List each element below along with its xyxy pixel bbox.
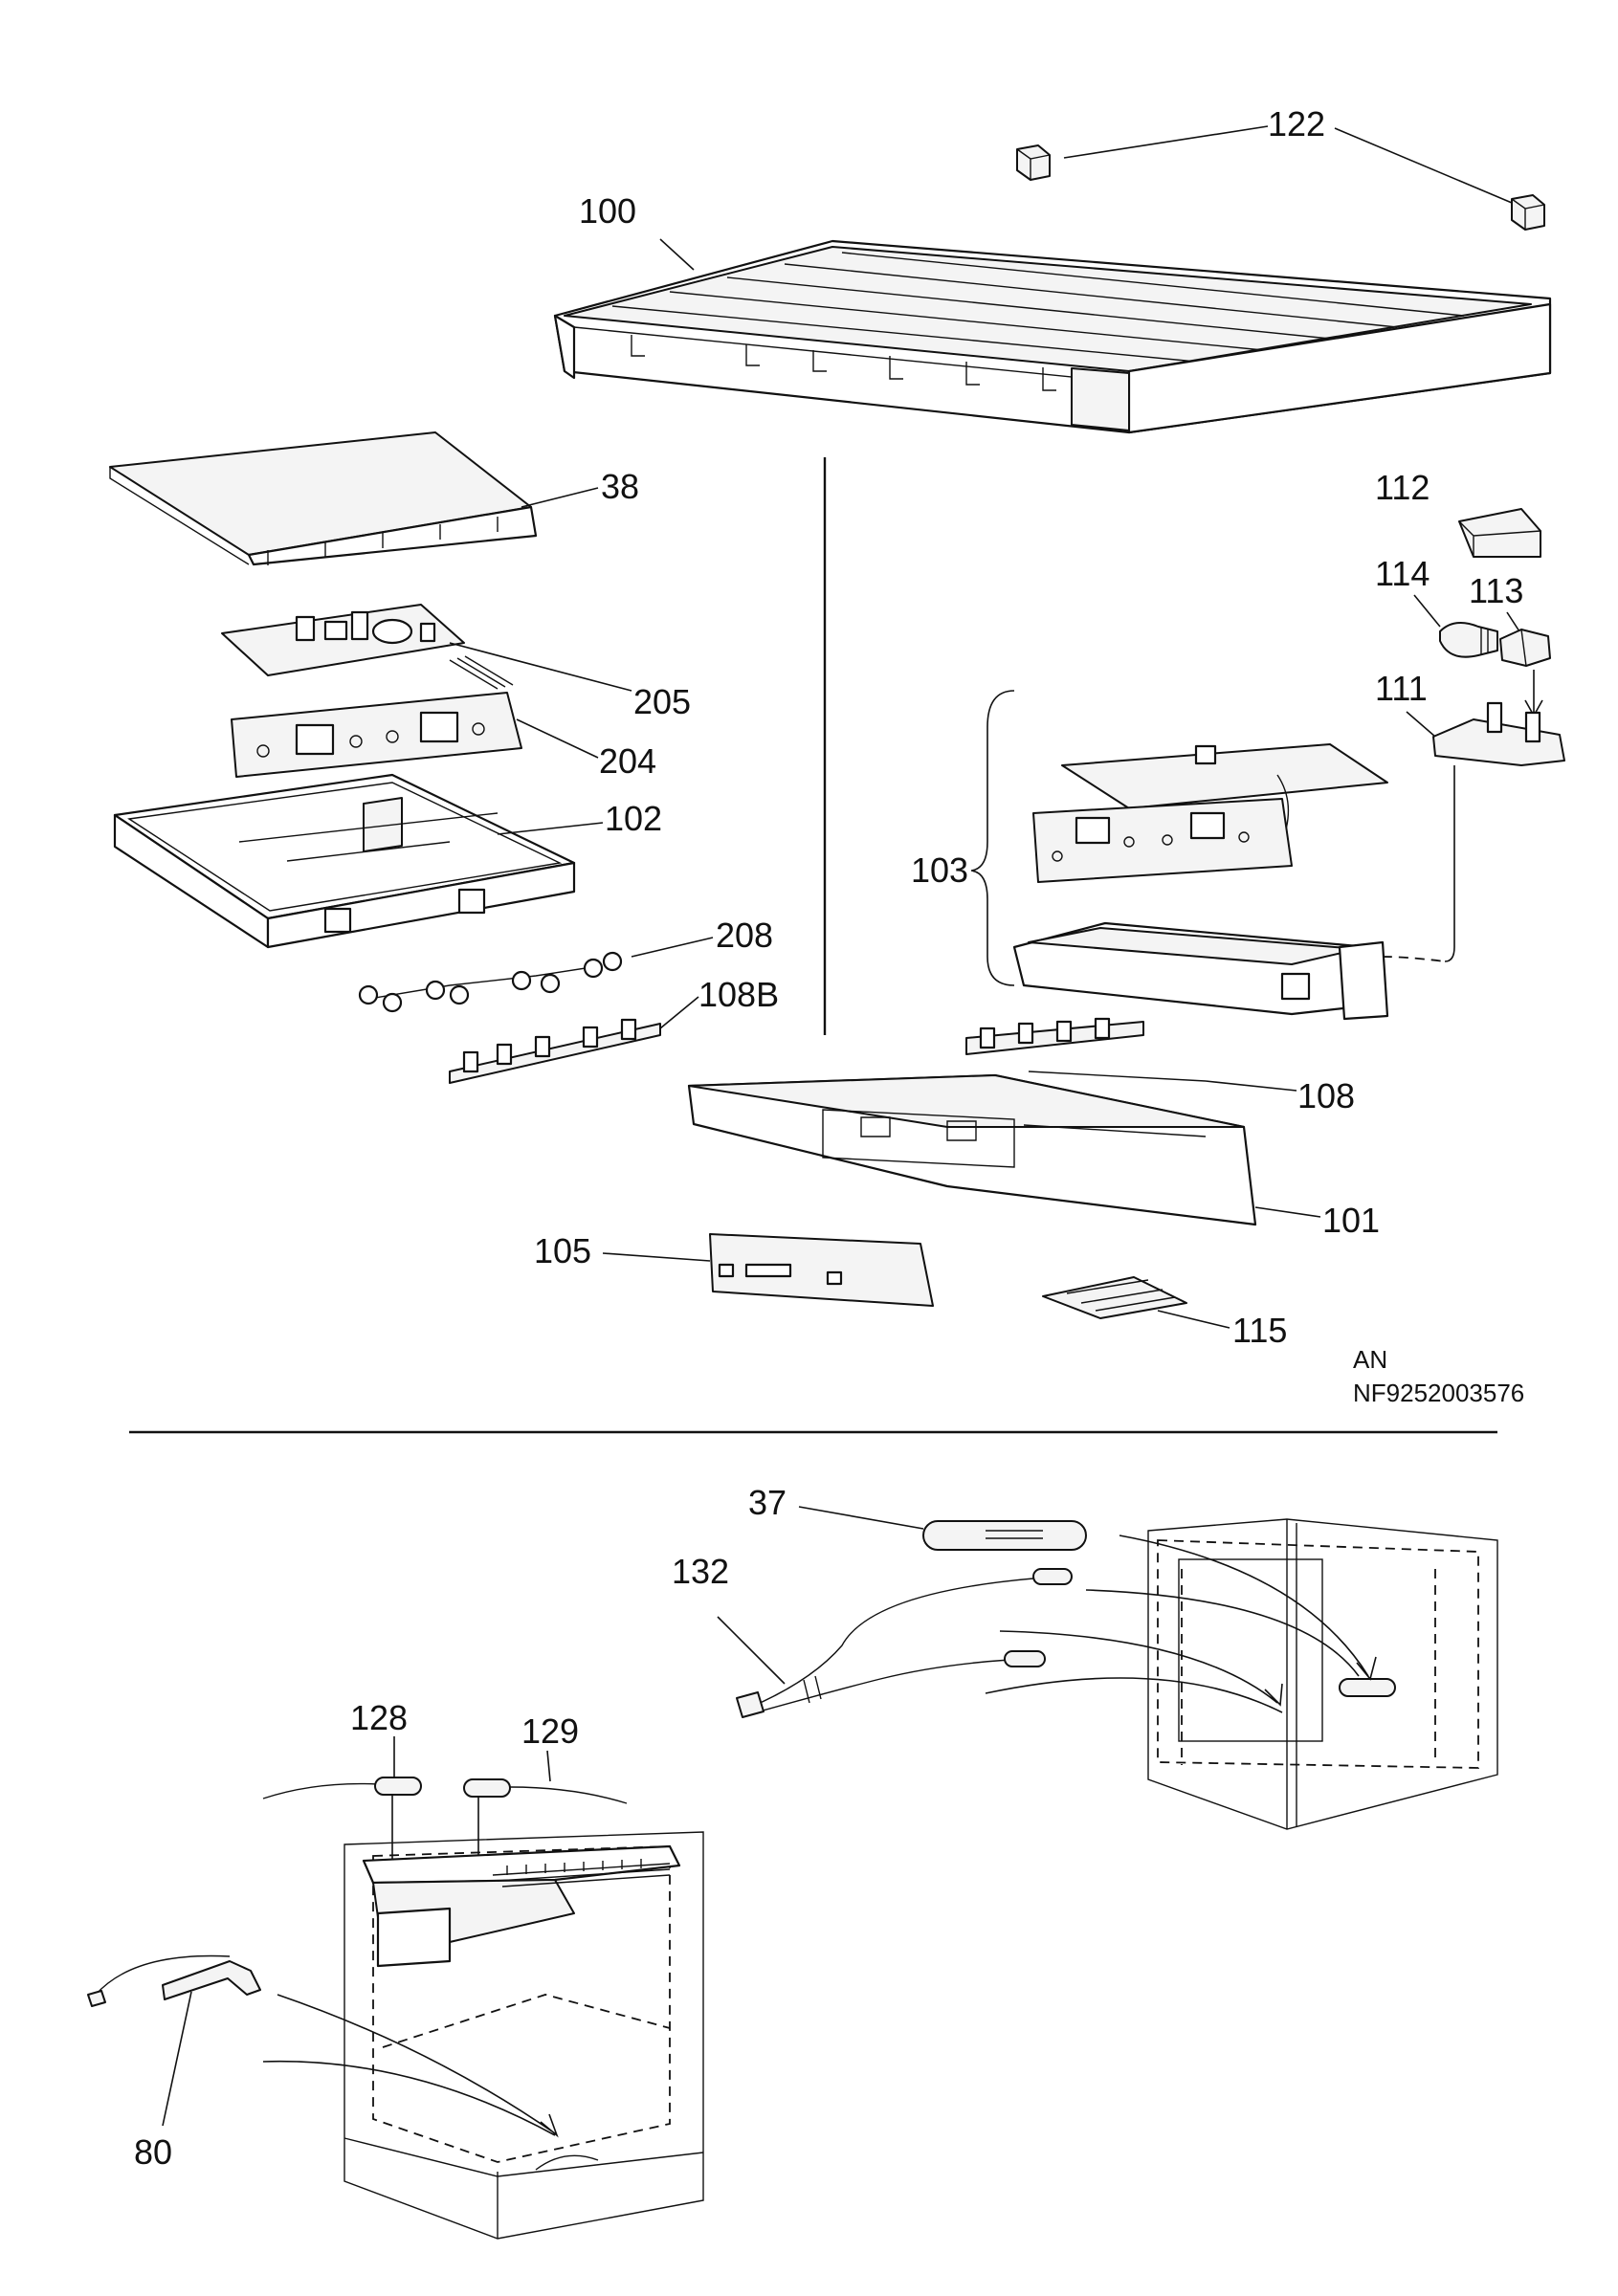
arrow-132-c	[985, 1677, 1283, 1713]
leader-38	[521, 487, 599, 508]
callout-103: 103	[911, 850, 968, 890]
callout-122: 122	[1268, 104, 1325, 144]
callout-37: 37	[748, 1483, 787, 1522]
callout-113: 113	[1469, 571, 1523, 610]
part-129-sensor-tube	[463, 1778, 628, 1804]
part-105-display-window	[709, 1233, 934, 1307]
arrow-113-to-111	[1524, 670, 1543, 718]
leader-132	[717, 1616, 786, 1685]
part-112-lamp-cover	[1458, 508, 1541, 558]
part-208-button-springs	[358, 951, 623, 1013]
part-205-circuit-board	[221, 604, 465, 676]
callout-111: 111	[1375, 669, 1428, 708]
arrow-80-b	[262, 2060, 556, 2136]
leader-208	[631, 937, 714, 958]
callout-114: 114	[1375, 554, 1430, 593]
part-103-display-module	[1032, 798, 1293, 883]
part-80-temperature-sensor	[87, 1954, 261, 2007]
arrow-132-a	[1085, 1589, 1360, 1677]
leader-80	[162, 1991, 192, 2127]
part-103-control-board-assembly	[1061, 743, 1388, 843]
callout-108b: 108B	[698, 975, 779, 1014]
part-38-cover-plate	[109, 431, 538, 566]
part-111-lamp-holder	[1432, 701, 1565, 766]
callout-204: 204	[599, 741, 656, 781]
leader-111-to-103	[1444, 765, 1455, 962]
part-37-light-bar	[922, 1520, 1087, 1551]
part-122-clip-right	[1511, 194, 1545, 231]
drawing-code-line2: NF9252003576	[1353, 1379, 1524, 1407]
leader-122-left	[1063, 125, 1269, 159]
cabinet-right	[1147, 1518, 1498, 1830]
part-108b-button-bar	[449, 1018, 661, 1084]
leader-128	[391, 1736, 395, 1861]
drawing-code-line1: AN	[1353, 1345, 1387, 1374]
leader-115	[1157, 1310, 1230, 1329]
callout-100: 100	[579, 191, 636, 231]
leader-105	[602, 1252, 711, 1262]
leader-103-dashed	[1382, 956, 1446, 962]
part-132-sensor-harness	[736, 1568, 1073, 1718]
leader-111	[1406, 711, 1436, 738]
callout-105: 105	[534, 1231, 591, 1270]
arrow-80-a	[277, 1994, 559, 2138]
leader-100	[659, 238, 695, 271]
part-122-clip-left	[1016, 144, 1051, 181]
callout-115: 115	[1232, 1311, 1287, 1350]
part-101-control-panel	[687, 1073, 1257, 1226]
leader-129	[477, 1750, 551, 1866]
part-103-housing	[1012, 921, 1389, 1021]
sensor-80-installed	[535, 2154, 599, 2171]
callout-112: 112	[1375, 468, 1430, 507]
callout-132: 132	[672, 1552, 729, 1591]
arrow-37-to-cabinet	[1119, 1534, 1377, 1681]
callout-108: 108	[1297, 1076, 1355, 1115]
leader-122-right	[1334, 127, 1513, 204]
part-115-grille	[1042, 1276, 1187, 1319]
leader-108b	[659, 996, 699, 1029]
bracket-103	[970, 690, 1015, 986]
callout-129: 129	[521, 1711, 579, 1751]
leader-204	[516, 718, 599, 759]
leader-114	[1413, 594, 1441, 628]
part-128-sensor-tube	[262, 1777, 422, 1799]
part-113-lamp-socket	[1499, 629, 1551, 667]
cabinet-left	[344, 1831, 704, 2240]
callout-38: 38	[601, 467, 639, 506]
leader-37	[798, 1506, 924, 1530]
part-100-top-panel	[553, 239, 1552, 434]
callout-208: 208	[716, 916, 773, 955]
leader-102	[497, 822, 604, 835]
part-108-button-strip	[965, 1017, 1207, 1082]
part-102-control-housing	[113, 773, 576, 949]
callout-128: 128	[350, 1698, 408, 1737]
arrow-132-b	[999, 1630, 1283, 1707]
leader-108	[1205, 1080, 1297, 1092]
part-114-lamp-bulb	[1439, 622, 1498, 658]
callout-102: 102	[605, 799, 662, 838]
leader-101	[1254, 1206, 1321, 1218]
leader-205	[449, 642, 632, 692]
leader-113	[1506, 611, 1520, 632]
callout-205: 205	[633, 682, 691, 721]
part-204-display-board	[231, 655, 522, 778]
callout-80: 80	[134, 2132, 172, 2172]
callout-101: 101	[1322, 1201, 1380, 1240]
